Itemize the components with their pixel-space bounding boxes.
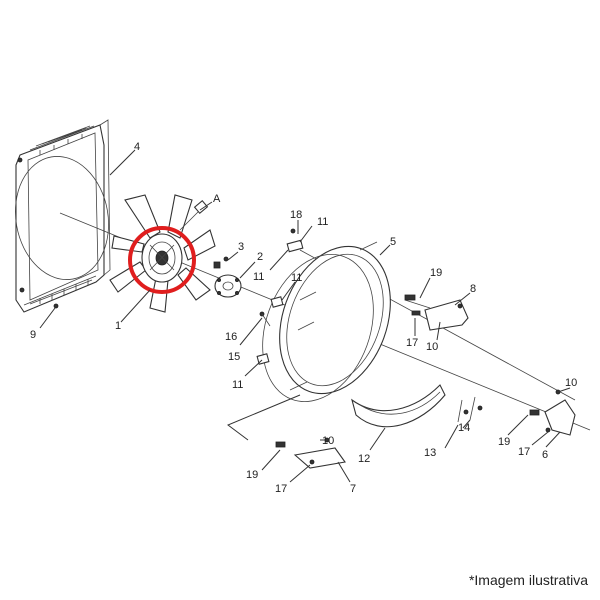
callout-7: 7 bbox=[350, 483, 356, 495]
callout-11-a: 11 bbox=[317, 216, 328, 228]
callout-A: A bbox=[213, 193, 221, 205]
callout-5: 5 bbox=[390, 236, 396, 248]
leader-lines bbox=[39, 149, 571, 483]
lower-shroud-segment bbox=[351, 384, 446, 428]
callout-19-c: 19 bbox=[246, 469, 258, 481]
bracket-8 bbox=[404, 294, 469, 331]
callout-4: 4 bbox=[134, 141, 140, 153]
callout-1: 1 bbox=[115, 320, 121, 332]
ring-shroud bbox=[262, 241, 391, 402]
callout-12: 12 bbox=[358, 453, 370, 465]
callout-10-b: 10 bbox=[565, 377, 577, 389]
fan-hub bbox=[213, 261, 242, 298]
fasteners bbox=[53, 228, 483, 423]
callout-14: 14 bbox=[458, 422, 470, 434]
callout-8: 8 bbox=[470, 283, 476, 295]
fan-assembly bbox=[109, 194, 216, 313]
callout-17-c: 17 bbox=[275, 483, 287, 495]
fan-highlight-ring bbox=[128, 226, 196, 294]
radiator-shroud bbox=[15, 119, 111, 313]
callout-10-c: 10 bbox=[322, 435, 334, 447]
callout-15: 15 bbox=[228, 351, 240, 363]
callout-labels: 1 2 3 4 5 6 7 8 9 A 10 10 10 11 11 11 11… bbox=[30, 141, 577, 495]
callout-11-c: 11 bbox=[291, 272, 302, 284]
callout-11-d: 11 bbox=[232, 379, 243, 391]
callout-19-a: 19 bbox=[430, 267, 442, 279]
callout-2: 2 bbox=[257, 251, 263, 263]
callout-16: 16 bbox=[225, 331, 237, 343]
callout-13: 13 bbox=[424, 447, 436, 459]
callout-9: 9 bbox=[30, 329, 36, 341]
callout-6: 6 bbox=[542, 449, 548, 461]
callout-3: 3 bbox=[238, 241, 244, 253]
illustrative-image-caption: *Imagem ilustrativa bbox=[468, 572, 588, 588]
callout-18: 18 bbox=[290, 209, 302, 221]
callout-10-a: 10 bbox=[426, 341, 438, 353]
bracket-6 bbox=[529, 389, 576, 436]
callout-11-b: 11 bbox=[253, 271, 264, 283]
bracket-7 bbox=[275, 437, 346, 469]
callout-19-b: 19 bbox=[498, 436, 510, 448]
callout-17-b: 17 bbox=[518, 446, 530, 458]
callout-17-a: 17 bbox=[406, 337, 418, 349]
